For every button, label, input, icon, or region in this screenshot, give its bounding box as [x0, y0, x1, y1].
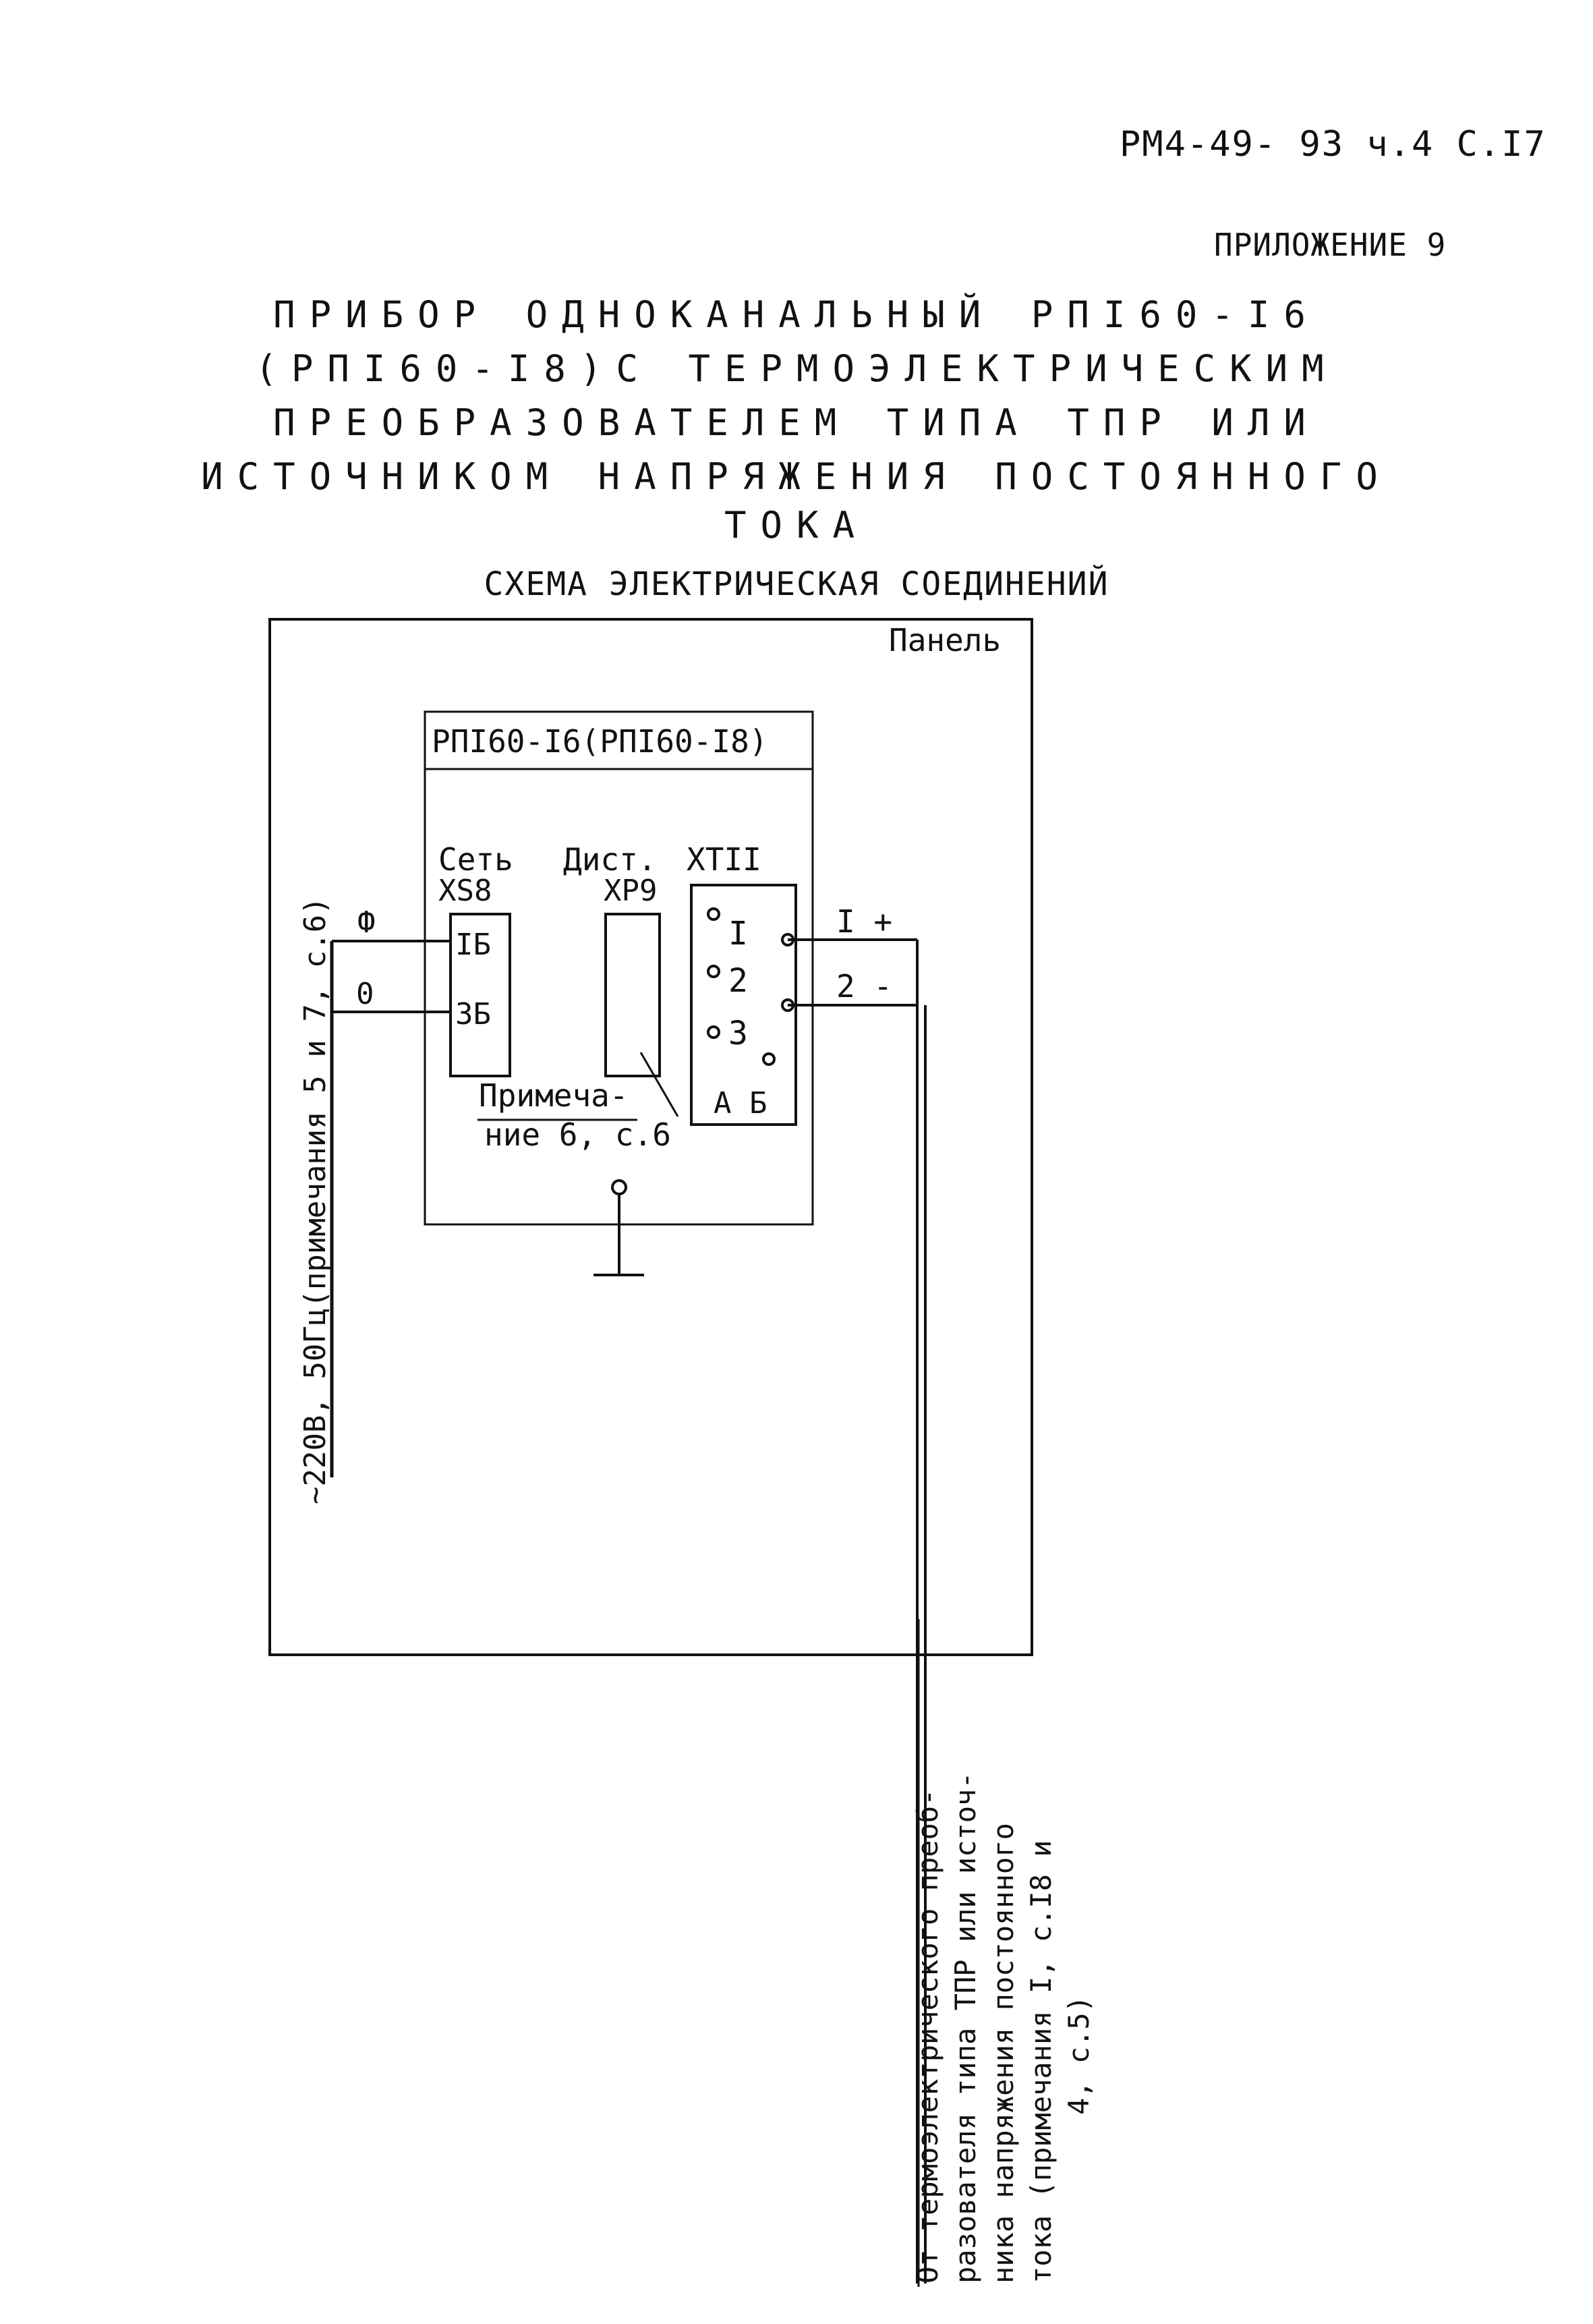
xt-connector-id: XTII — [687, 841, 761, 878]
title-line-4: ИСТОЧНИКОМ НАПРЯЖЕНИЯ ПОСТОЯННОГО — [201, 455, 1392, 498]
note-line-2: ние 6, с.6 — [484, 1116, 671, 1153]
source-line-3: ника напряжения постоянного — [987, 1823, 1020, 2284]
net-pin-1: IБ — [455, 928, 491, 962]
document-code: РМ4-49- 93 ч.4 С.I7 — [1120, 124, 1546, 165]
source-label-group: От термоэлектрического преоб- разователя… — [911, 1772, 1095, 2284]
appendix-label: ПРИЛОЖЕНИЕ 9 — [1214, 227, 1447, 263]
diagram-subtitle: СХЕМА ЭЛЕКТРИЧЕСКАЯ СОЕДИНЕНИЙ — [484, 565, 1109, 603]
wire-minus-label: 2 - — [836, 968, 892, 1004]
xt-terminal-a2 — [707, 965, 720, 978]
xt-pin-3: 3 — [728, 1015, 748, 1052]
xt-columns-label: А Б — [714, 1086, 767, 1121]
xt-pin-2: 2 — [728, 962, 748, 1000]
net-pin-3: 3Б — [455, 997, 491, 1031]
source-line-4: тока (примечания I, с.I8 и — [1024, 1840, 1058, 2284]
source-line-2: разователя типа ТПР или источ- — [949, 1772, 982, 2284]
device-label: РПI60-I6(РПI60-I8) — [432, 723, 768, 760]
source-line-1: От термоэлектрического преоб- — [911, 1789, 944, 2284]
xt-terminal-a1 — [707, 907, 720, 921]
net-connector-id: XS8 — [438, 874, 492, 908]
power-supply-label: ~220В, 50Гц(примечания 5 и 7, с.6) — [298, 897, 332, 1504]
dist-connector-label: Дист. — [563, 841, 656, 878]
dist-connector-id: XP9 — [604, 874, 657, 908]
dist-connector-block — [604, 913, 661, 1077]
source-line-5: 4, с.5) — [1062, 1995, 1095, 2115]
note-line-1: Примеча- — [479, 1077, 629, 1114]
panel-label: Панель — [889, 622, 1001, 658]
xt-terminal-a3 — [707, 1025, 720, 1039]
panel-frame — [268, 618, 1033, 1656]
title-line-5: ТОКА — [724, 504, 869, 546]
wire-plus-label: I + — [836, 903, 892, 940]
note-leader — [639, 1052, 679, 1117]
net-connector-label: Сеть — [438, 841, 513, 878]
xt-pin-1: I — [728, 915, 748, 953]
title-line-1: ПРИБОР ОДНОКАНАЛЬНЫЙ РПI60-I6 — [273, 293, 1320, 336]
ground-terminal — [611, 1179, 627, 1195]
xt-terminal-b1 — [781, 933, 794, 946]
net-connector-block — [449, 913, 511, 1077]
title-line-2: (РПI60-I8)С ТЕРМОЭЛЕКТРИЧЕСКИМ — [255, 347, 1338, 390]
title-line-3: ПРЕОБРАЗОВАТЕЛЕМ ТИПА ТПР ИЛИ — [273, 401, 1320, 444]
xt-terminal-b2 — [781, 998, 794, 1012]
wire-phase-label: Ф — [357, 905, 376, 940]
wire-zero-label: 0 — [356, 977, 374, 1011]
xt-terminal-b3 — [762, 1052, 776, 1066]
